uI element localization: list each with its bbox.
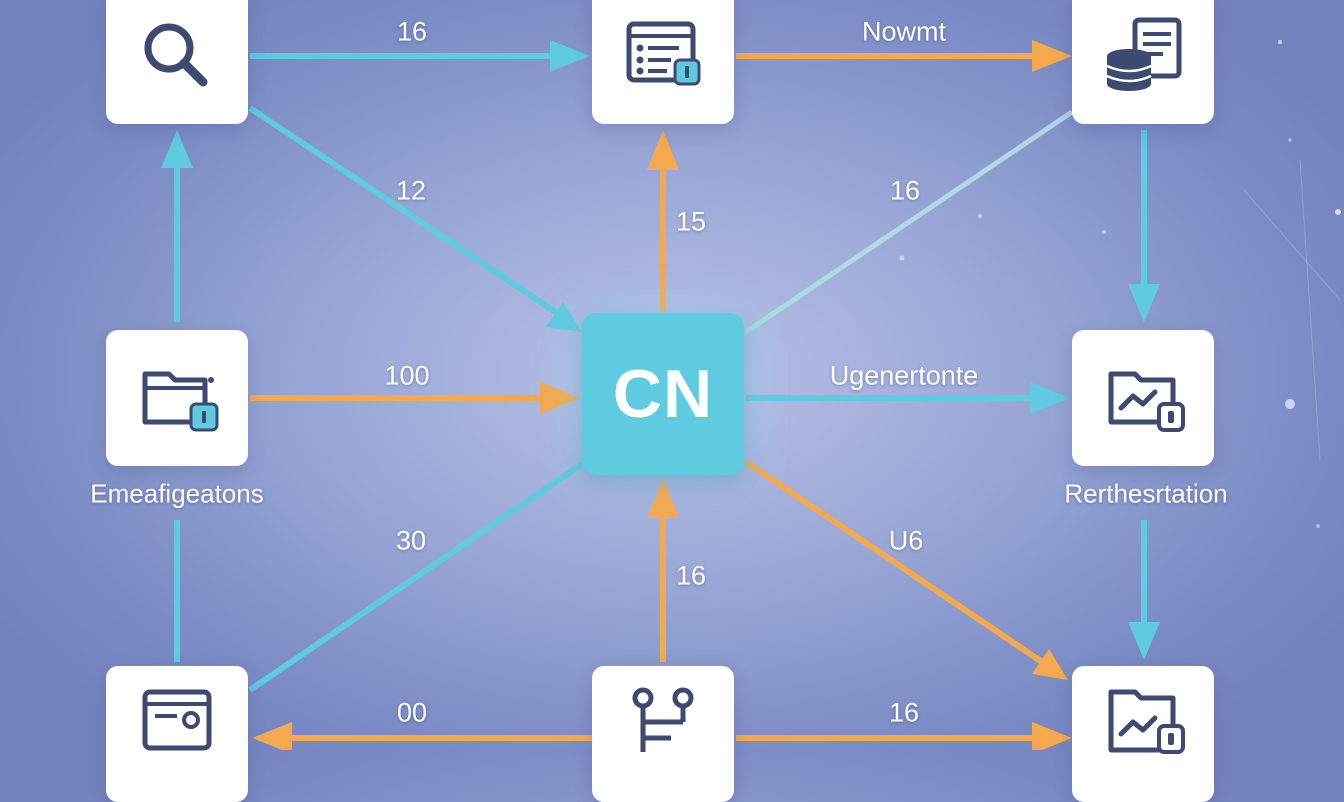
edge-top-right-to-center: [744, 109, 1074, 335]
search-icon: [144, 23, 208, 87]
edge-label-bottom-center-to-center: 16: [675, 560, 707, 591]
edge-label-top-center-to-top-right: Nowmt: [861, 16, 947, 47]
edge-top-left-to-center: [248, 105, 582, 332]
node-workflow[interactable]: [592, 666, 734, 802]
edge-bottom-center-to-bottom-left: [252, 722, 592, 750]
edge-center-to-mid-right: [746, 382, 1070, 414]
folder-chart-lock-icon: [1108, 371, 1185, 432]
node-document-list[interactable]: [592, 0, 734, 124]
node-center-hub[interactable]: CN: [582, 313, 744, 475]
decorative-faint-lines: [1243, 159, 1341, 461]
node-caption-right: Rerthesrtation: [1064, 478, 1228, 509]
edge-label-center-to-top-center: 15: [675, 206, 707, 237]
connector-layer: [161, 40, 1341, 750]
node-database[interactable]: [1072, 0, 1214, 124]
flow-diagram: Emeafigeatons CN Rerthesrtation: [90, 0, 1341, 754]
edge-bottom-center-to-center: [647, 478, 679, 662]
node-browser-window[interactable]: [106, 666, 248, 802]
node-folder-lock[interactable]: [106, 330, 248, 466]
browser-window-icon: [142, 689, 212, 751]
edge-label-center-to-mid-right: Ugenertonte: [829, 360, 979, 391]
node-search[interactable]: [106, 0, 248, 124]
edge-bottom-left-to-center: [248, 459, 587, 693]
edge-label-bottom-center-to-bottom-right: 16: [888, 697, 920, 728]
edge-top-center-to-top-right: [736, 40, 1072, 72]
edge-label-top-left-to-top-center: 16: [396, 16, 428, 47]
edge-label-bottom-left-to-center: 30: [395, 525, 427, 556]
document-list-lock-icon: [626, 21, 701, 86]
edge-center-to-top-center: [647, 130, 679, 312]
edge-mid-left-to-top-left: [161, 130, 193, 322]
edge-label-top-right-to-center: 16: [889, 175, 921, 206]
edge-mid-right-to-bottom-right: [1128, 520, 1160, 660]
edge-top-left-to-top-center: [250, 40, 590, 72]
node-folder-chart[interactable]: [1072, 330, 1214, 466]
node-caption-left: Emeafigeatons: [90, 478, 264, 509]
edge-label-top-left-to-center: 12: [395, 175, 427, 206]
database-document-icon: [1106, 17, 1182, 91]
edge-label-mid-left-to-center: 100: [384, 360, 430, 391]
edge-mid-left-to-center: [250, 382, 580, 414]
edge-center-to-bottom-right: [744, 459, 1068, 680]
node-folder-chart-bottom[interactable]: [1072, 666, 1214, 802]
edge-bottom-center-to-bottom-right: [736, 722, 1072, 750]
folder-chart-lock-icon: [1108, 689, 1185, 754]
workflow-branch-icon: [632, 687, 694, 752]
center-hub-label: CN: [612, 356, 714, 432]
edge-top-right-to-mid-right: [1128, 130, 1160, 322]
folder-lock-icon: [142, 371, 219, 432]
edge-label-center-to-bottom-right: U6: [888, 525, 924, 556]
edge-label-bottom-center-to-bottom-left: 00: [396, 697, 428, 728]
decorative-dots: [899, 40, 1341, 528]
